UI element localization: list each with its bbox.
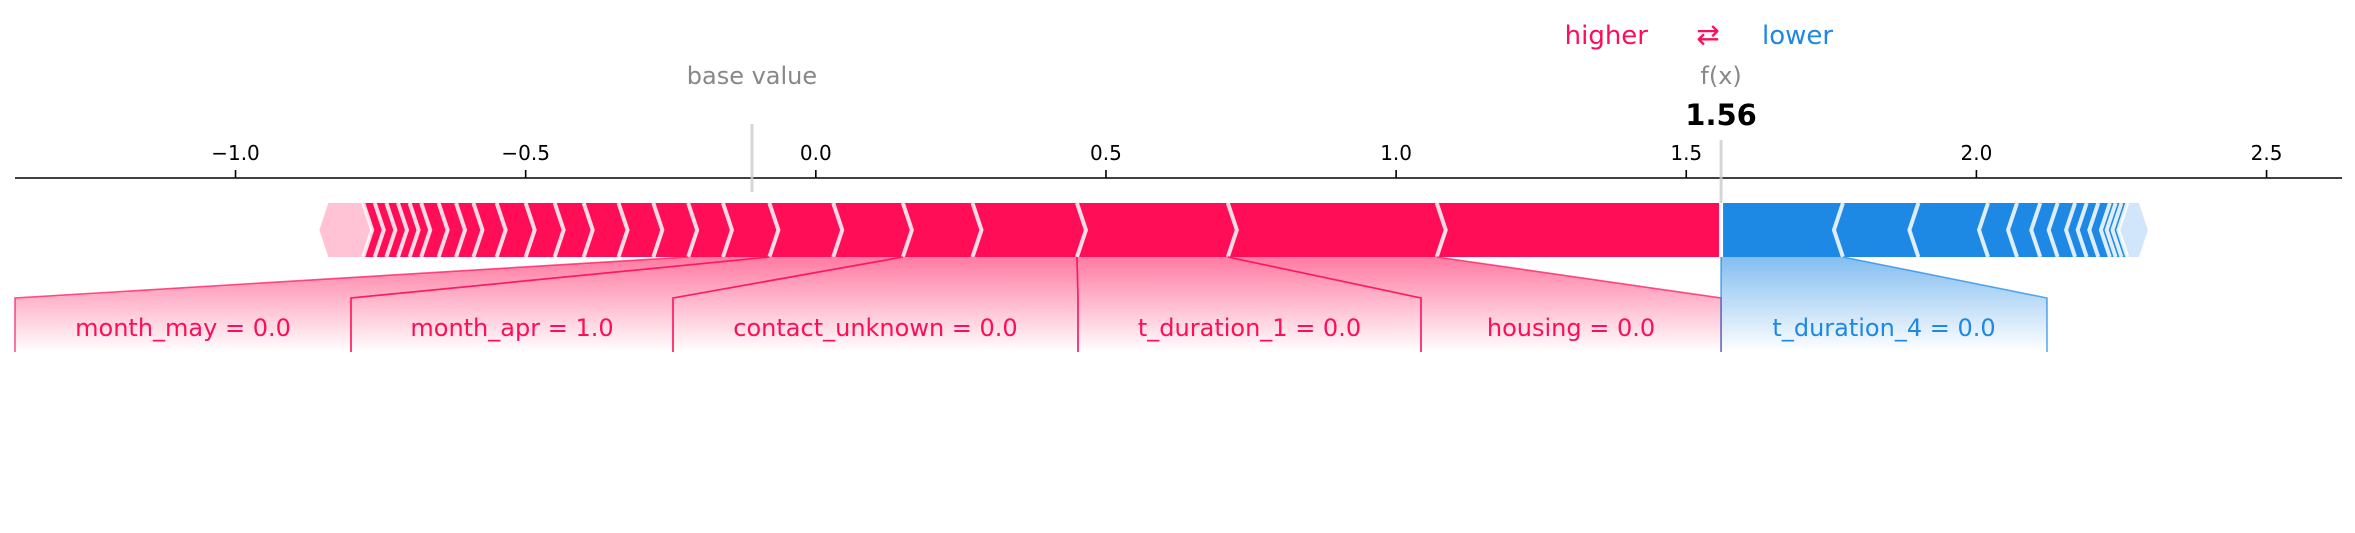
fx-value: 1.56 (1685, 98, 1757, 132)
positive-segment (688, 203, 732, 257)
feature-label: housing = 0.0 (1487, 314, 1655, 342)
x-tick-label: 0.0 (800, 141, 832, 165)
segment-separator (2029, 202, 2043, 258)
positive-segment (972, 203, 1086, 257)
positive-segment (722, 203, 779, 257)
segment-separator (419, 202, 433, 258)
connector-line (672, 256, 903, 352)
connector-line (14, 256, 689, 352)
positive-segment (583, 203, 628, 257)
segment-separator (1907, 202, 1921, 258)
x-axis-ticks: −1.0 −0.5 0.0 0.5 1.0 1.5 2.0 2.5 (211, 141, 2282, 178)
x-tick-label: 1.5 (1670, 141, 1702, 165)
legend-lower: lower (1762, 21, 1833, 51)
positive-segment (473, 203, 506, 257)
segment-separator (2087, 202, 2101, 258)
positive-segment (653, 203, 698, 257)
x-tick-label: 2.0 (1961, 141, 1993, 165)
x-tick-label: −0.5 (501, 141, 550, 165)
segment-separator (396, 202, 410, 258)
segment-separator (407, 202, 421, 258)
feature-label: month_apr = 1.0 (410, 314, 613, 342)
legend-arrows-icon: ⇄ (1696, 18, 1719, 51)
segment-separator (831, 202, 845, 258)
segment-separator (2005, 202, 2019, 258)
connector-line (350, 256, 770, 352)
base-value-label: base value (687, 62, 817, 90)
segment-separator (1075, 202, 1089, 258)
x-tick-label: 0.5 (1090, 141, 1122, 165)
positive-segment (554, 203, 593, 257)
positive-segment (618, 203, 663, 257)
segment-separator (523, 202, 537, 258)
x-tick-label: −1.0 (211, 141, 260, 165)
segment-separator (1976, 202, 1990, 258)
connector-line (1227, 256, 1422, 352)
segment-separator (384, 202, 398, 258)
segment-separator (721, 202, 735, 258)
negative-segment (2008, 203, 2041, 257)
negative-segment (1721, 203, 1843, 257)
segment-separator (2110, 202, 2124, 258)
feature-connectors (14, 256, 2048, 352)
segment-separator (2104, 202, 2118, 258)
feature-label: contact_unknown = 0.0 (733, 314, 1017, 342)
force-bar (319, 202, 2148, 258)
connector-line (1076, 256, 1079, 352)
feature-label: t_duration_4 = 0.0 (1772, 314, 1995, 342)
segment-separator (1225, 202, 1239, 258)
positive-segment (833, 203, 912, 257)
segment-separator (372, 202, 386, 258)
fx-label: f(x) (1700, 62, 1741, 90)
segment-separator (686, 202, 700, 258)
segment-separator (361, 202, 375, 258)
segment-separator (494, 202, 508, 258)
segment-separator (2075, 202, 2089, 258)
negative-segment (2118, 203, 2148, 257)
segment-separator (552, 202, 566, 258)
segment-separator (454, 202, 468, 258)
positive-segment (496, 203, 535, 257)
negative-segment (1833, 203, 1919, 257)
segment-separator (900, 202, 914, 258)
segment-separator (471, 202, 485, 258)
segment-separator (2063, 202, 2077, 258)
segment-separator (2098, 202, 2112, 258)
negative-segment (1909, 203, 1989, 257)
segment-separator (651, 202, 665, 258)
segment-separator (616, 202, 630, 258)
positive-segment (1436, 203, 1731, 257)
positive-segment (769, 203, 843, 257)
positive-segment (525, 203, 564, 257)
legend-higher: higher (1565, 21, 1649, 51)
feature-label: t_duration_1 = 0.0 (1138, 314, 1361, 342)
positive-segment (902, 203, 982, 257)
feature-gradient (1076, 257, 1421, 352)
feature-gradient (1721, 257, 2047, 352)
segment-separator (436, 202, 450, 258)
segment-separator (2046, 202, 2060, 258)
feature-gradient (15, 257, 770, 352)
segment-separator (581, 202, 595, 258)
segment-separator (2116, 202, 2130, 258)
segment-separator (1831, 202, 1845, 258)
segment-separator (970, 202, 984, 258)
x-tick-label: 1.0 (1380, 141, 1412, 165)
feature-label: month_may = 0.0 (75, 314, 291, 342)
segment-separator (1434, 202, 1448, 258)
feature-labels: month_may = 0.0 month_apr = 1.0 contact_un… (75, 314, 1996, 342)
x-tick-label: 2.5 (2251, 141, 2283, 165)
positive-segment (319, 203, 373, 257)
feature-gradient (351, 257, 903, 352)
positive-segment (1227, 203, 1446, 257)
connector-line (1842, 256, 2048, 352)
segment-separator (767, 202, 781, 258)
positive-segment (1076, 203, 1237, 257)
negative-segment (1979, 203, 2018, 257)
